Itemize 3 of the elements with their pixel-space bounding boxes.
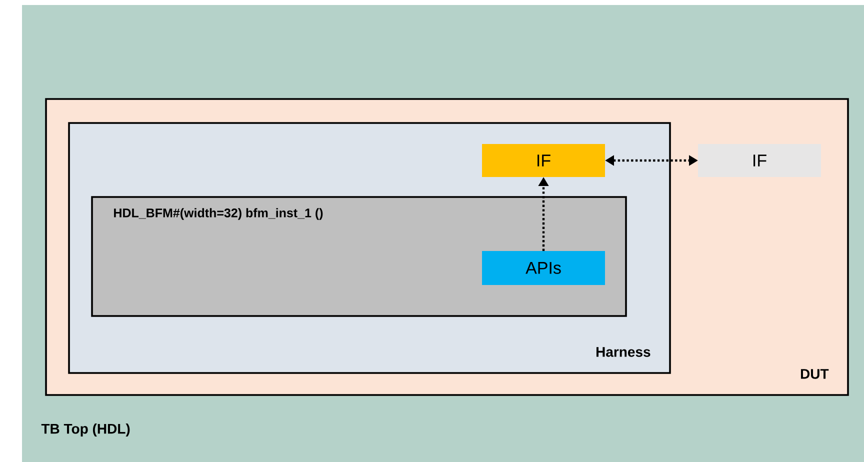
block-box: APIs: [482, 251, 605, 285]
block-box: IF: [482, 144, 605, 177]
block-box: IF: [698, 144, 821, 177]
